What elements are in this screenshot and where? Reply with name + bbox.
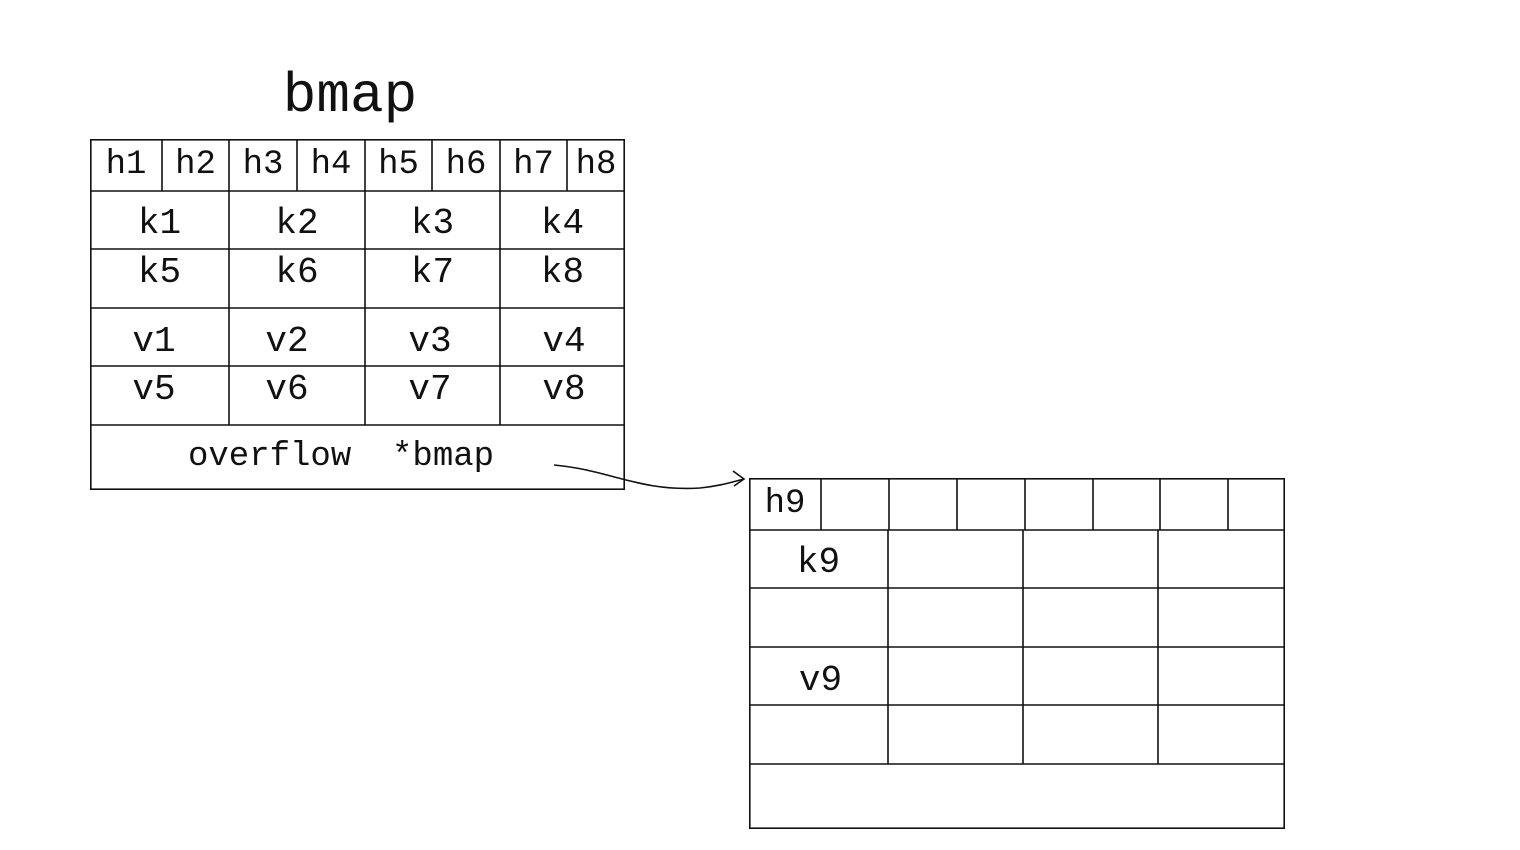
value-cell [888,656,1023,705]
value-cell: v3 [408,320,452,362]
value-cell: v8 [542,369,586,410]
tophash-cell [1093,478,1160,530]
key-cell: k7 [410,252,455,293]
value-cell: v9 [798,659,843,701]
key-cell [888,538,1023,588]
main-bucket-grid [90,139,626,490]
tophash-cell [889,478,957,530]
value-cell [1158,705,1285,764]
tophash-cell: h7 [513,146,554,184]
value-cell [1023,705,1158,764]
overflow-pointer-label: overflow *bmap [188,438,495,476]
key-cell: k5 [137,252,182,293]
key-cell: k6 [275,252,319,293]
value-cell [749,705,888,764]
value-cell: v6 [265,369,309,410]
value-cell [1158,656,1285,705]
value-cell: v7 [408,369,452,410]
key-cell [1158,588,1285,647]
tophash-cell: h1 [105,146,147,184]
key-cell: k8 [540,252,585,293]
arrow-head [732,470,746,487]
tophash-cell: h5 [378,146,419,184]
key-cell [1023,588,1158,647]
tophash-cell [821,478,889,530]
value-cell [888,705,1023,764]
key-cell: k3 [410,203,455,244]
overflow-bucket: h9 k9 v9 [749,478,1286,829]
tophash-cell: h6 [445,146,487,184]
tophash-cell [957,478,1025,530]
diagram-title: bmap [282,64,418,128]
tophash-cell [1228,478,1285,530]
key-cell: k1 [137,203,182,244]
tophash-cell: h3 [242,146,284,184]
value-cell: v1 [132,320,176,362]
value-cell [1023,656,1158,705]
tophash-cell: h4 [310,146,352,184]
tophash-cell: h8 [575,146,617,184]
key-cell [1158,538,1285,588]
key-cell [888,588,1023,647]
key-cell: k9 [796,542,841,583]
main-bucket: h1 h2 h3 h4 h5 h6 h7 h8 k1 k2 k3 k4 k5 k… [90,139,626,490]
overflow-bucket-grid [749,478,1286,829]
tophash-cell [1025,478,1093,530]
key-cell: k4 [540,203,585,244]
tophash-cell: h2 [175,146,216,184]
tophash-cell [1160,478,1228,530]
key-cell [749,588,888,647]
key-cell [1023,538,1158,588]
value-cell: v4 [542,320,586,362]
tophash-cell: h9 [764,485,806,523]
value-cell: v5 [132,369,176,410]
value-cell: v2 [265,320,309,362]
key-cell: k2 [275,203,319,244]
